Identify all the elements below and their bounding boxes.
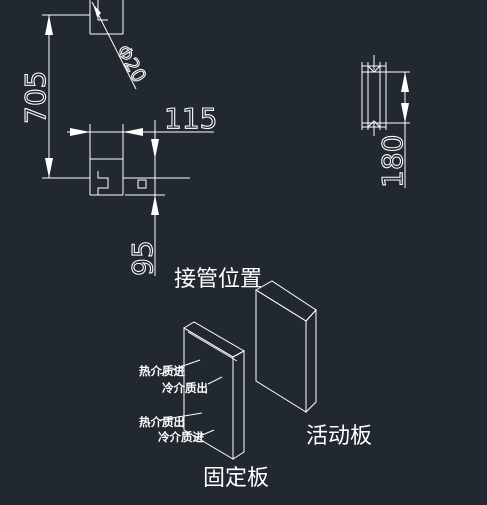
fixed-plate-label: 固定板 <box>203 466 269 491</box>
dimension-phi20-text: Φ20 <box>112 42 151 87</box>
cold-medium-out-label: 冷介质出 <box>162 381 208 395</box>
dimension-180-text: 180 <box>376 135 409 188</box>
dimension-95: 95 <box>125 120 165 277</box>
dimension-180: 180 <box>375 72 410 189</box>
fixed-plate <box>183 321 246 460</box>
cold-medium-in-label: 冷介质进 <box>158 430 204 444</box>
dimension-705-text: 705 <box>19 71 52 124</box>
hot-medium-out-label: 热介质出 <box>139 415 185 429</box>
dimension-115-text: 115 <box>164 102 217 135</box>
dimension-phi20: Φ20 <box>111 41 151 87</box>
pipe-position-label: 接管位置 <box>174 267 262 292</box>
hot-medium-in-label: 热介质进 <box>139 364 185 378</box>
movable-plate <box>255 280 317 414</box>
dimension-705: 705 <box>18 15 53 178</box>
front-view <box>42 0 190 196</box>
movable-plate-label: 活动板 <box>306 424 372 449</box>
dimension-95-text: 95 <box>126 240 159 276</box>
nozzle-leaders <box>159 359 223 437</box>
dimension-115: 115 <box>67 101 218 159</box>
side-view <box>361 55 410 136</box>
